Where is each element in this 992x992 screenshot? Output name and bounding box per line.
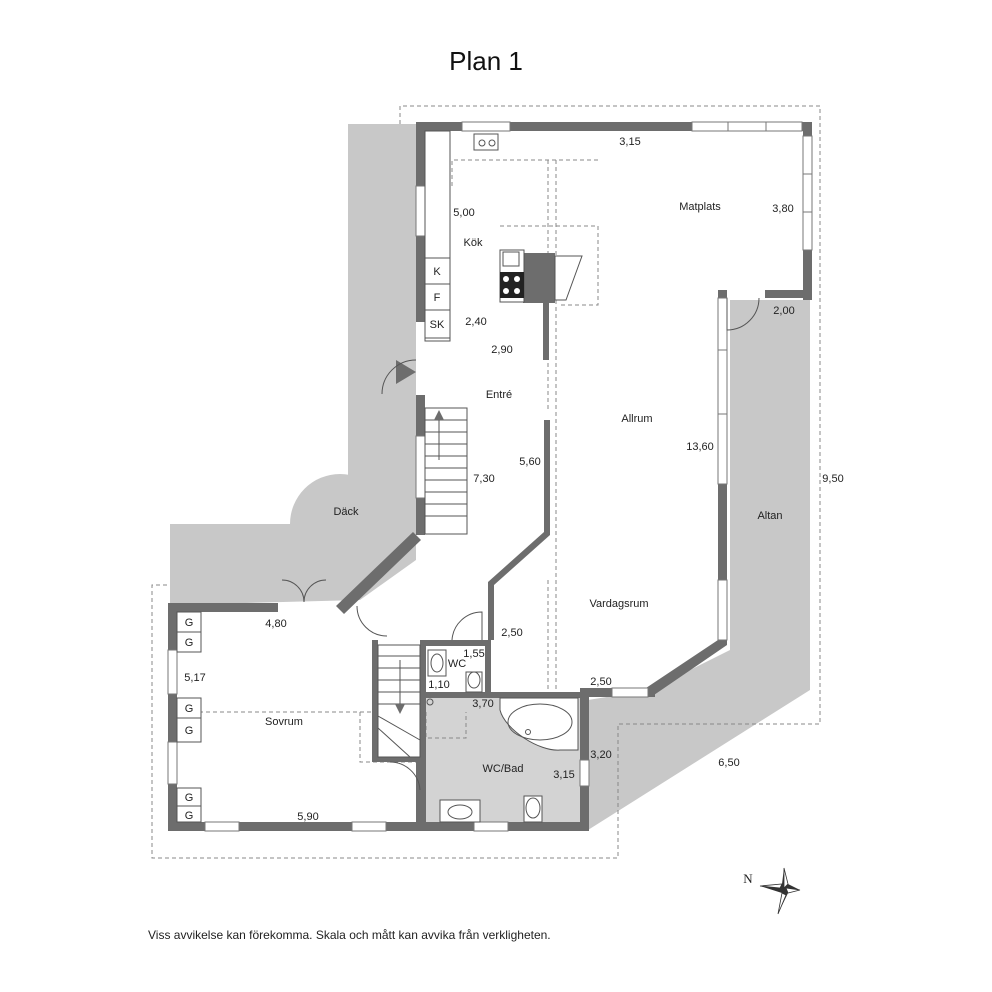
room-altan: Altan bbox=[757, 510, 782, 522]
stairs-upper bbox=[424, 407, 468, 535]
altan-area bbox=[588, 300, 810, 830]
wardrobe-label-1: G bbox=[185, 617, 194, 629]
room-allrum: Allrum bbox=[621, 413, 652, 425]
bath-fixtures bbox=[426, 697, 579, 823]
room-matplats: Matplats bbox=[679, 201, 721, 213]
cabinet-label: SK bbox=[430, 319, 445, 331]
dim-7-30: 7,30 bbox=[473, 473, 494, 485]
dim-2-00: 2,00 bbox=[773, 305, 794, 317]
dim-3-70: 3,70 bbox=[472, 698, 493, 710]
dim-3-15-bath: 3,15 bbox=[553, 769, 574, 781]
deck-area bbox=[170, 124, 416, 605]
room-sovrum: Sovrum bbox=[265, 716, 303, 728]
dim-5-17: 5,17 bbox=[184, 672, 205, 684]
dim-3-15-top: 3,15 bbox=[619, 136, 640, 148]
dim-9-50: 9,50 bbox=[822, 473, 843, 485]
dim-1-55: 1,55 bbox=[463, 648, 484, 660]
dim-13-60: 13,60 bbox=[686, 441, 714, 453]
room-kok: Kök bbox=[464, 237, 483, 249]
room-dack: Däck bbox=[333, 506, 359, 518]
wc-fixtures bbox=[427, 649, 483, 693]
stairs-lower bbox=[377, 644, 421, 758]
kitchen-island bbox=[499, 249, 583, 303]
dim-2-40: 2,40 bbox=[465, 316, 486, 328]
dim-5-00: 5,00 bbox=[453, 207, 474, 219]
room-wc: WC bbox=[448, 658, 466, 670]
disclaimer-text: Viss avvikelse kan förekomma. Skala och … bbox=[148, 928, 551, 942]
wardrobe-label-3: G bbox=[185, 703, 194, 715]
freezer-label: F bbox=[434, 292, 441, 304]
compass-north-label: N bbox=[743, 871, 753, 886]
wardrobes bbox=[176, 611, 202, 823]
dim-2-50-b: 2,50 bbox=[590, 676, 611, 688]
dim-5-60: 5,60 bbox=[519, 456, 540, 468]
dim-2-50-a: 2,50 bbox=[501, 627, 522, 639]
dim-1-10: 1,10 bbox=[428, 679, 449, 691]
dim-3-20: 3,20 bbox=[590, 749, 611, 761]
compass-rose-icon bbox=[759, 867, 801, 915]
wardrobe-label-6: G bbox=[185, 810, 194, 822]
dim-5-90: 5,90 bbox=[297, 811, 318, 823]
bath-dashed-outline bbox=[425, 712, 467, 739]
wardrobe-label-4: G bbox=[185, 725, 194, 737]
dim-2-90: 2,90 bbox=[491, 344, 512, 356]
room-vardagsrum: Vardagsrum bbox=[589, 598, 648, 610]
dim-6-50: 6,50 bbox=[718, 757, 739, 769]
plan-title: Plan 1 bbox=[449, 46, 523, 76]
wardrobe-label-5: G bbox=[185, 792, 194, 804]
dim-4-80: 4,80 bbox=[265, 618, 286, 630]
fridge-label: K bbox=[433, 266, 441, 278]
dim-3-80: 3,80 bbox=[772, 203, 793, 215]
room-entre: Entré bbox=[486, 389, 512, 401]
windows bbox=[167, 121, 813, 832]
doors bbox=[281, 297, 760, 791]
property-outline-top bbox=[151, 105, 821, 859]
island-outline bbox=[500, 225, 599, 306]
kitchen-outline bbox=[439, 142, 598, 187]
wardrobe-label-2: G bbox=[185, 637, 194, 649]
room-wc-bad: WC/Bad bbox=[483, 763, 524, 775]
kitchen-counter bbox=[424, 130, 499, 342]
